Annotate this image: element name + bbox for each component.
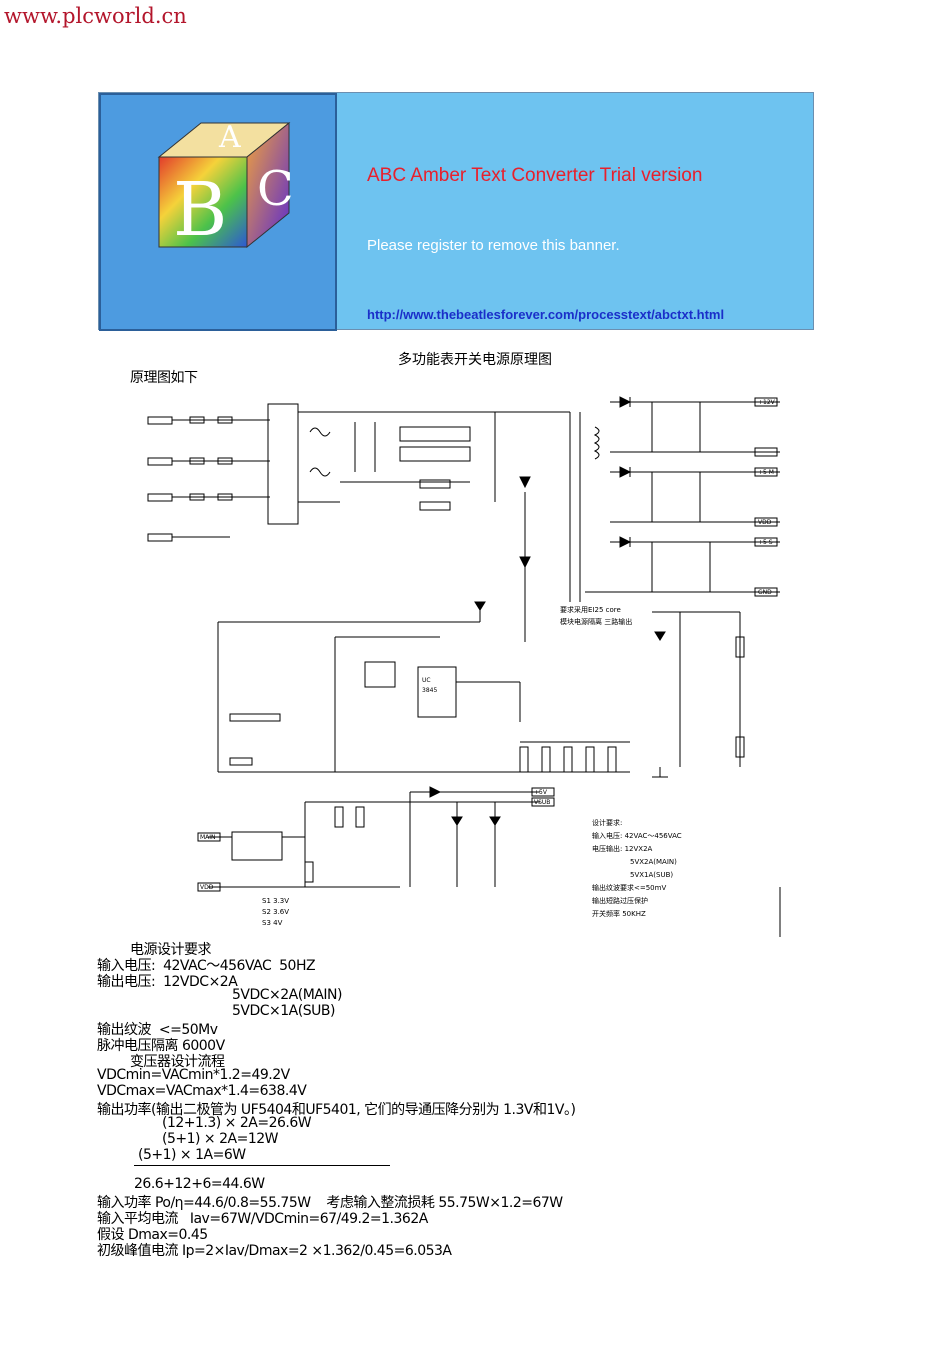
svg-text:VSUB: VSUB — [534, 799, 550, 806]
svg-text:+5 S: +5 S — [758, 539, 773, 546]
calc-input-power: 输入功率 Po/η=44.6/0.8=55.75W 考虑输入整流损耗 55.75… — [97, 1195, 563, 1211]
calc-dmax: 假设 Dmax=0.45 — [97, 1227, 208, 1243]
calc-power-5v-main: (5+1) × 2A=12W — [162, 1131, 278, 1147]
sum-divider — [134, 1165, 390, 1166]
calc-output-power: 输出功率(输出二极管为 UF5404和UF5401, 它们的导通压降分别为 1.… — [97, 1102, 576, 1118]
logo-letter-b: B — [173, 167, 227, 253]
calc-vdc-max: VDCmax=VACmax*1.4=638.4V — [97, 1083, 307, 1099]
spec-isolation: 脉冲电压隔离 6000V — [97, 1038, 225, 1054]
logo-letter-a: A — [218, 120, 241, 155]
svg-text:UC: UC — [422, 677, 431, 684]
calc-input-current: 输入平均电流 Iav=67W/VDCmin=67/49.2=1.362A — [97, 1211, 428, 1227]
spec-line-8: 开关频率 50KHZ — [592, 909, 646, 918]
section-heading-requirements: 电源设计要求 — [130, 942, 212, 958]
spec-output-main: 5VDC×2A(MAIN) — [232, 987, 342, 1003]
spec-line-1: 设计要求: — [592, 818, 622, 827]
calc-power-5v-sub: (5+1) × 1A=6W — [138, 1147, 246, 1163]
schematic-note-2: 模块电源隔离 三路输出 — [560, 617, 632, 626]
calc-peak-current: 初级峰值电流 Ip=2×Iav/Dmax=2 ×1.362/0.45=6.053… — [97, 1243, 452, 1259]
site-url[interactable]: www.plcworld.cn — [4, 4, 187, 28]
spec-input-voltage: 输入电压: 42VAC～456VAC 50HZ — [97, 958, 316, 974]
section-heading-transformer: 变压器设计流程 — [130, 1054, 225, 1070]
svg-text:+5V: +5V — [534, 789, 548, 796]
banner-url-link[interactable]: http://www.thebeatlesforever.com/process… — [367, 307, 725, 322]
abc-logo: A B C — [99, 93, 337, 331]
section-heading-schematic: 原理图如下 — [130, 370, 198, 386]
doc-title: 多功能表开关电源原理图 — [398, 352, 552, 368]
select-line-3: S3 4V — [262, 919, 283, 927]
circuit-schematic: +12V +5 M VDD +5 S GND +5V VSUB MAIN VDD UC 384… — [147, 396, 781, 937]
spec-output-sub: 5VDC×1A(SUB) — [232, 1003, 335, 1019]
spec-output-voltage: 输出电压: 12VDC×2A — [97, 974, 238, 990]
svg-text:VDD: VDD — [758, 519, 772, 526]
svg-text:+5 M: +5 M — [758, 469, 774, 476]
spec-ripple: 输出纹波 <=50Mv — [97, 1022, 218, 1038]
svg-text:MAIN: MAIN — [200, 834, 216, 841]
select-line-1: S1 3.3V — [262, 897, 289, 905]
banner-register-text: Please register to remove this banner. — [367, 237, 620, 254]
calc-vdc-min: VDCmin=VACmin*1.2=49.2V — [97, 1067, 290, 1083]
svg-text:GND: GND — [758, 589, 772, 596]
select-line-2: S2 3.6V — [262, 908, 289, 916]
banner-title: ABC Amber Text Converter Trial version — [367, 165, 703, 186]
calc-power-total: 26.6+12+6=44.6W — [134, 1176, 265, 1192]
logo-letter-c: C — [257, 161, 294, 217]
svg-text:3845: 3845 — [422, 687, 437, 694]
svg-text:+12V: +12V — [758, 399, 776, 406]
spec-line-3: 电压输出: 12VX2A — [592, 844, 653, 853]
schematic-note-1: 要求采用EI25 core — [560, 605, 621, 614]
spec-line-5: 5VX1A(SUB) — [630, 871, 673, 879]
spec-line-7: 输出短路过压保护 — [592, 896, 648, 905]
spec-line-4: 5VX2A(MAIN) — [630, 858, 677, 866]
trial-banner: A B C ABC Amber Text Converter Trial ver… — [98, 92, 814, 331]
spec-line-6: 输出纹波要求<=50mV — [592, 883, 666, 892]
svg-text:VDD: VDD — [200, 884, 214, 891]
spec-line-2: 输入电压: 42VAC～456VAC — [592, 831, 682, 840]
calc-power-12v: (12+1.3) × 2A=26.6W — [162, 1115, 312, 1131]
